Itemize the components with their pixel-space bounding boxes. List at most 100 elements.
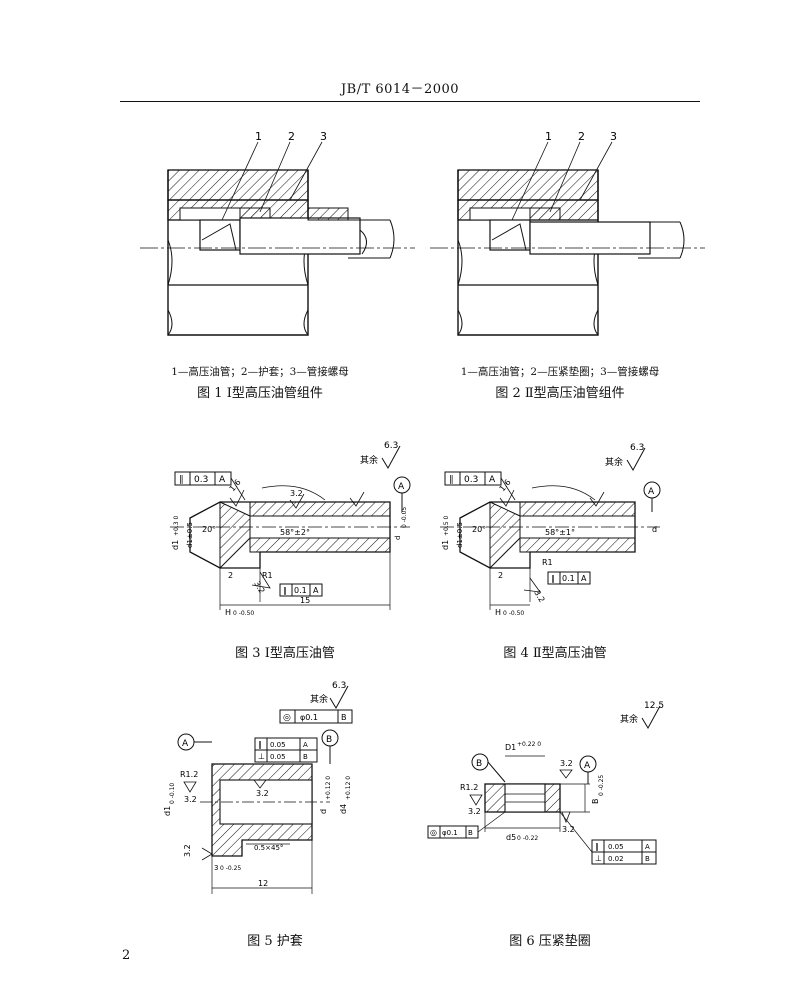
fig5-d1: d1: [163, 806, 172, 816]
fig3-angle1: 20°: [202, 525, 216, 534]
fig5-remaining: 其余: [310, 693, 328, 705]
figure-5-drawing: 其余 6.3 ◎ φ0.1 B A ∥ 0.05 A ⊥ 0.05 B B R1…: [163, 681, 353, 894]
fig5-rough2: 3.2: [256, 789, 269, 798]
fig1-label-2: 2: [288, 130, 295, 143]
fig3-h: H: [225, 608, 231, 617]
fig3-d1: d1: [171, 540, 180, 550]
fig5-d2: d: [319, 809, 328, 814]
fig5-par-datum: A: [303, 741, 308, 749]
fig3-remaining: 其余: [360, 454, 378, 466]
figure-5-caption: 图 5 护套: [247, 934, 303, 949]
fig1-label-3: 3: [320, 130, 327, 143]
figure-6-caption: 图 6 压紧垫圈: [509, 934, 591, 949]
fig3-rough-all: 6.3: [384, 441, 398, 451]
fig5-conc-datum: B: [341, 713, 347, 722]
figure-4-drawing: 其余 6.3 ∥ 0.3 A A 20° 58°±1° 1.6 R1 ∥ 0.1…: [440, 443, 661, 617]
figure-3-caption: 图 3 Ⅰ型高压油管: [235, 646, 335, 661]
fig5-datum-a: A: [182, 739, 189, 749]
fig3-d3: d: [394, 536, 402, 540]
figure-4-caption: 图 4 Ⅱ型高压油管: [503, 646, 607, 661]
fig4-tol2-val: 0.1: [562, 574, 575, 583]
fig3-tol2-val: 0.1: [294, 586, 307, 595]
fig5-rough-all: 6.3: [332, 681, 346, 691]
fig4-datum-a: A: [648, 487, 655, 497]
fig5-conc-sym: ◎: [283, 713, 291, 723]
fig5-par-val: 0.05: [270, 741, 286, 749]
fig6-d2-tol: 0 -0.22: [517, 835, 538, 842]
fig6-par-val: 0.05: [608, 843, 624, 851]
fig3-dim2: 2: [228, 571, 233, 580]
fig2-label-2: 2: [578, 130, 585, 143]
fig4-rough-all: 6.3: [630, 443, 644, 453]
fig6-r: R1.2: [460, 783, 478, 792]
fig3-angle2: 58°±2°: [280, 528, 310, 537]
fig6-perp-val: 0.02: [608, 855, 624, 863]
fig3-r: R1: [262, 571, 273, 580]
fig6-conc-val: φ0.1: [442, 829, 458, 837]
fig3-d1-tol: +0.3 0: [173, 516, 180, 536]
fig4-d1-tol: +0.5 0: [443, 516, 450, 536]
fig5-par-sym: ∥: [258, 740, 262, 749]
fig3-tol-datum: A: [219, 475, 226, 485]
fig3-d2: d1±0.5: [186, 522, 194, 548]
fig4-d1: d1: [441, 540, 450, 550]
fig3-tol2-datum: A: [313, 586, 319, 595]
fig6-par-sym: ∥: [595, 842, 599, 851]
fig5-r: R1.2: [180, 770, 198, 779]
fig5-dim3-tol: 0 -0.25: [220, 865, 241, 872]
figure-2-legend: 1—高压油管；2—压紧垫圈；3—管接螺母: [460, 366, 660, 378]
fig1-label-1: 1: [255, 130, 262, 143]
figure-1-legend: 1—高压油管；2—护套；3—管接螺母: [171, 366, 349, 378]
fig4-angle1: 20°: [472, 525, 486, 534]
fig3-rough2: 3.2: [290, 489, 303, 498]
fig4-tol-sym: ∥: [449, 475, 454, 485]
figure-1-caption: 图 1 Ⅰ型高压油管组件: [197, 386, 323, 401]
document-header: JB/T 6014－2000: [340, 82, 460, 97]
fig4-tol-val: 0.3: [464, 475, 478, 485]
fig5-rough3: 3.2: [183, 844, 192, 857]
fig5-dim3: 3: [214, 864, 218, 872]
fig4-tol2-sym: ∥: [551, 574, 555, 583]
fig2-label-1: 1: [545, 130, 552, 143]
fig4-r: R1: [542, 558, 553, 567]
fig4-dim2: 2: [498, 571, 503, 580]
figure-6-drawing: 其余 12.5 D1 +0.22 0 B A 3.2 R1.2 3.2 3.2 …: [427, 701, 664, 865]
fig6-par-datum: A: [645, 843, 650, 851]
fig6-rough: 3.2: [560, 759, 573, 768]
fig4-tol-datum: A: [489, 475, 496, 485]
fig4-rough1: 1.6: [498, 478, 513, 494]
fig6-datum-a: A: [584, 761, 591, 771]
fig6-perp-datum: B: [645, 855, 650, 863]
fig6-datum-b: B: [476, 759, 482, 769]
fig6-remaining: 其余: [620, 713, 638, 725]
fig4-d2: d1±0.5: [456, 522, 464, 548]
fig6-rough2: 3.2: [468, 807, 481, 816]
fig3-h-tol: 0 -0.50: [233, 610, 254, 617]
fig5-perp-val: 0.05: [270, 753, 286, 761]
fig6-d1-tol: +0.22 0: [517, 741, 541, 748]
figure-2-drawing: 1 2 3: [430, 130, 705, 336]
fig3-rough1: 1.6: [228, 478, 243, 494]
fig6-d3-tol: 0 -0.25: [598, 775, 605, 796]
fig4-d3: d: [652, 525, 657, 534]
fig5-d3: d4: [339, 804, 348, 814]
fig4-h: H: [495, 608, 501, 617]
figure-1-drawing: 1 2 3: [140, 130, 415, 336]
fig3-tol-sym: ∥: [179, 475, 184, 485]
fig6-conc-sym: ◎: [430, 828, 437, 837]
fig3-datum-a: A: [398, 482, 405, 492]
fig6-d2: d5: [506, 833, 516, 842]
fig5-rough: 3.2: [184, 795, 197, 804]
header-rule: [120, 101, 700, 102]
fig5-d1-tol: 0 -0.10: [169, 783, 176, 804]
fig5-dim12: 12: [258, 879, 268, 888]
fig3-tol-val: 0.3: [194, 475, 208, 485]
fig5-perp-datum: B: [303, 753, 308, 761]
fig3-dim15: 15: [300, 596, 310, 605]
fig5-conc-val: φ0.1: [300, 713, 318, 722]
fig6-conc-datum: B: [468, 829, 473, 837]
fig5-datum-b: B: [326, 735, 332, 745]
page-number: 2: [122, 948, 131, 963]
fig2-label-3: 3: [610, 130, 617, 143]
figure-3-drawing: 其余 6.3 ∥ 0.3 A A 20° 58°±2° 1.6 3.2 R1 3…: [170, 441, 411, 617]
